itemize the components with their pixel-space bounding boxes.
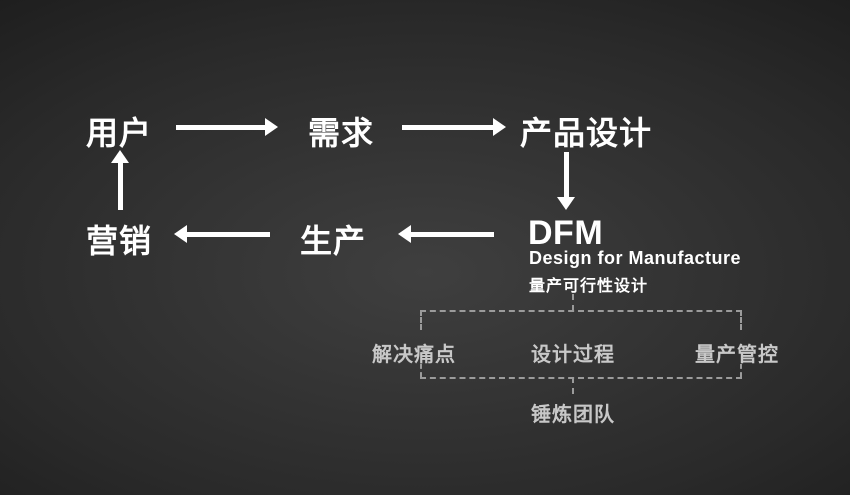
dashed-bracket-top [420, 310, 742, 312]
arrow-up-icon-marketing-to-user [111, 150, 129, 210]
arrow-left-icon-production-to-marketing [174, 225, 270, 243]
breakdown-team-label: 锤炼团队 [531, 404, 615, 426]
dashed-bracket-bottom [420, 377, 742, 379]
dfm-subtitle-english: Design for Manufacture [529, 248, 742, 268]
breakdown-item-production-control: 量产管控 [695, 344, 779, 366]
node-production: 生产 [300, 223, 367, 259]
node-marketing: 营销 [86, 223, 153, 259]
breakdown-item-design-process: 设计过程 [531, 344, 615, 366]
arrow-down-icon-product-design-to-dfm [557, 152, 575, 210]
dashed-connector-left-bottom [420, 364, 422, 377]
dashed-connector-team [572, 377, 574, 394]
dashed-connector-left [420, 310, 422, 330]
node-dfm: DFM [528, 214, 604, 252]
dfm-subtitle-chinese: 量产可行性设计 [529, 278, 649, 295]
arrow-right-icon-user-to-demand [176, 118, 278, 136]
node-demand: 需求 [308, 115, 375, 151]
breakdown-item-pain-points: 解决痛点 [372, 344, 456, 366]
dashed-connector-right [740, 310, 742, 330]
dashed-connector-dfm-top [572, 294, 574, 311]
arrow-right-icon-demand-to-product-design [402, 118, 506, 136]
node-product-design: 产品设计 [520, 115, 653, 151]
dashed-connector-right-bottom [740, 364, 742, 377]
node-user: 用户 [86, 115, 153, 151]
arrow-left-icon-dfm-to-production [398, 225, 494, 243]
